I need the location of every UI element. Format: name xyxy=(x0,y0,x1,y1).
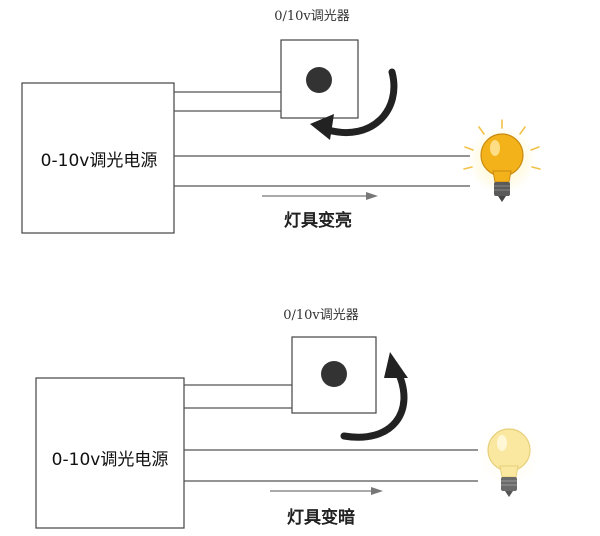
light-bulb-icon xyxy=(477,423,541,497)
knob-icon xyxy=(321,361,347,387)
bottom-caption: 灯具变暗 xyxy=(287,507,355,528)
top-power-supply-box xyxy=(21,82,175,234)
knob-icon xyxy=(306,67,332,93)
top-power-supply-label: 0-10v调光电源 xyxy=(41,151,158,171)
light-bulb-icon xyxy=(463,119,541,202)
bottom-dimmer-label: 0/10v调光器 xyxy=(283,308,359,323)
top-caption: 灯具变亮 xyxy=(284,210,352,231)
flow-arrow-icon xyxy=(270,487,383,495)
bottom-power-supply-label: 0-10v调光电源 xyxy=(52,450,169,470)
rotation-arrow-icon xyxy=(340,352,408,441)
top-dimmer-label: 0/10v调光器 xyxy=(274,9,350,24)
flow-arrow-icon xyxy=(262,192,378,200)
bottom-power-supply-box xyxy=(35,377,185,529)
bottom-dimmer-box xyxy=(291,336,377,414)
rotation-arrow-icon xyxy=(310,68,398,140)
bottom-panel: 0/10v调光器 0-10v调光电源 灯具变暗 xyxy=(35,308,541,529)
top-panel: 0/10v调光器 0-10v调光电源 灯具变亮 xyxy=(21,9,541,234)
